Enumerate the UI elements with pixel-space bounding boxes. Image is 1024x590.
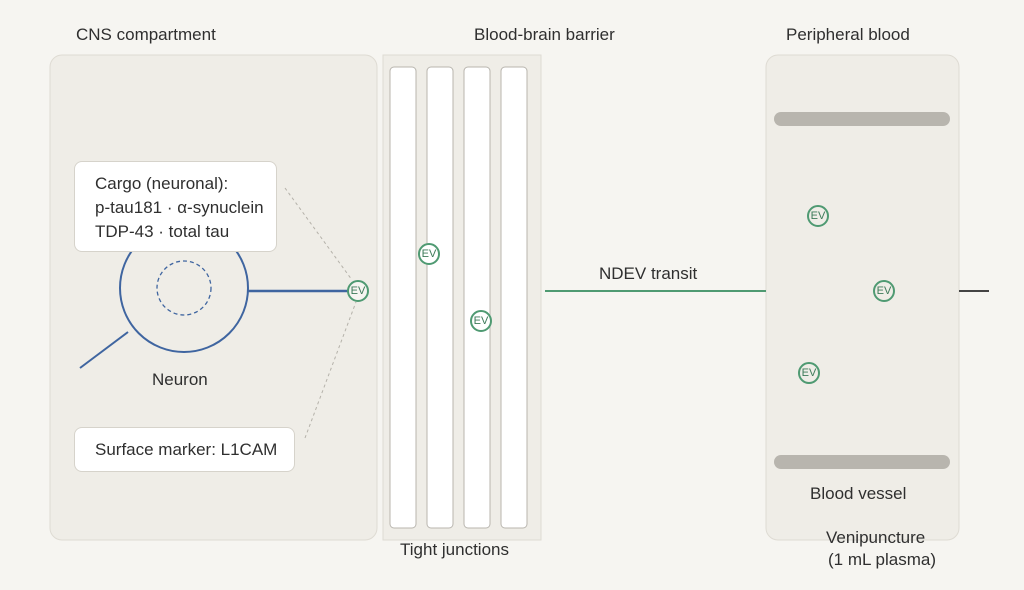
venipuncture-volume-label: (1 mL plasma) [828, 550, 937, 569]
blood-vessel-label: Blood vessel [810, 484, 907, 503]
vessel-wall-bottom [774, 455, 950, 469]
tight-junctions-label: Tight junctions [400, 540, 509, 559]
ev-marker-bbb: EV [470, 310, 492, 332]
ev-marker-bbb: EV [418, 243, 440, 265]
ev-marker-blood: EV [798, 362, 820, 384]
ev-marker-blood: EV [873, 280, 895, 302]
ev-marker-blood: EV [807, 205, 829, 227]
peripheral-blood-panel [765, 54, 960, 541]
cargo-line: p-tau181 · α-synuclein [95, 198, 264, 217]
cargo-line: Cargo (neuronal): [95, 174, 229, 193]
cargo-line: TDP-43 · total tau [95, 222, 230, 241]
tight-junction-strip [389, 66, 417, 529]
callout-line-surface [304, 301, 357, 439]
tight-junction-strip [426, 66, 454, 529]
vessel-wall-top [774, 112, 950, 126]
tight-junction-strip [500, 66, 528, 529]
tight-junction-strip [463, 66, 491, 529]
neuron-label: Neuron [152, 370, 208, 389]
ev-marker-neuron: EV [347, 280, 369, 302]
cns-compartment-title: CNS compartment [76, 25, 216, 44]
peripheral-blood-title: Peripheral blood [786, 25, 910, 44]
cargo-card: Cargo (neuronal): p-tau181 · α-synuclein… [74, 161, 277, 252]
neuron-dendrite [79, 331, 129, 369]
venipuncture-label: Venipuncture [826, 528, 926, 547]
surface-marker-card: Surface marker: L1CAM [74, 427, 295, 472]
bbb-title: Blood-brain barrier [474, 25, 615, 44]
surface-marker-text: Surface marker: L1CAM [95, 440, 278, 459]
neuron-nucleus [156, 260, 212, 316]
ndev-transit-label: NDEV transit [599, 264, 698, 283]
callout-line-cargo [284, 187, 353, 281]
